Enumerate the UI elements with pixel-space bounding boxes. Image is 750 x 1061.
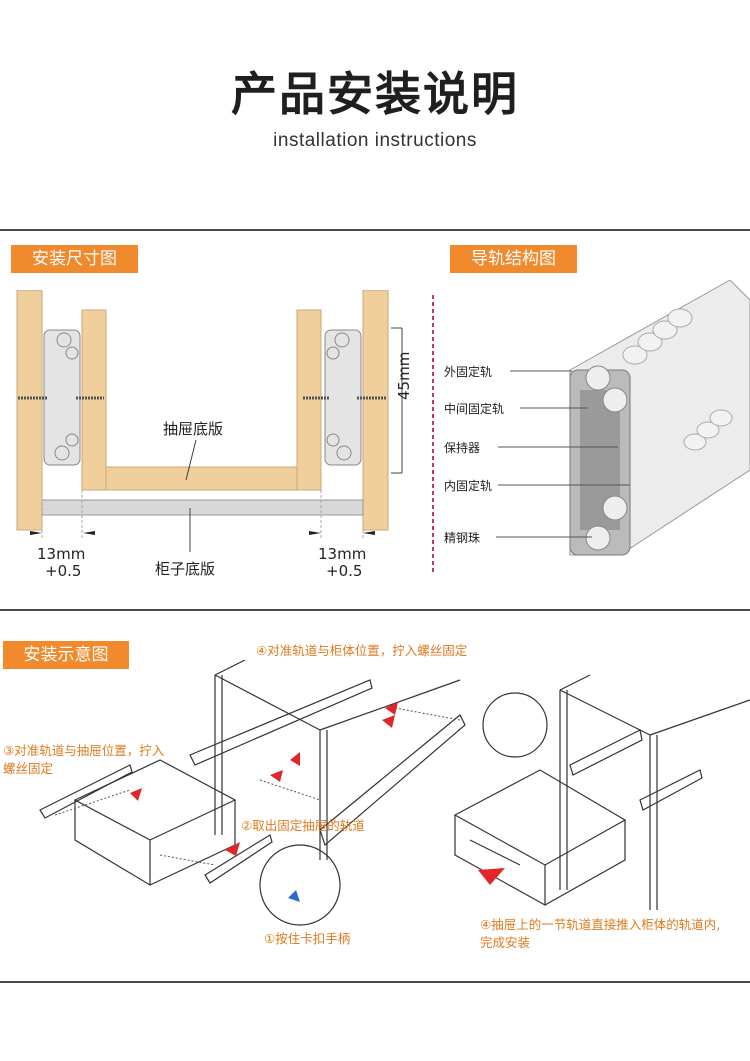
part-label-outer-rail: 外固定轨 [444,365,493,379]
installation-diagram [39,660,750,926]
page-title: 产品安装说明 [231,67,519,121]
cabinet-right-wall [362,290,389,531]
left-tolerance-label: +0.5 [45,562,82,580]
dimension-diagram [16,290,403,552]
step4-cabinet-instruction: ④对准轨道与柜体位置，拧入螺丝固定 [256,643,468,658]
step4-final-instruction-line1: ④抽屉上的一节轨道直接推入柜体的轨道内, [480,917,721,932]
step1-instruction: ①按住卡扣手柄 [264,931,351,946]
part-label-inner-rail: 内固定轨 [444,479,493,493]
divider-middle [0,609,750,611]
drawer-bottom-label: 抽屉底版 [163,420,224,438]
part-label-middle-rail: 中间固定轨 [444,402,505,416]
rail-structure-diagram [432,280,750,575]
cabinet-bottom-label: 柜子底版 [155,560,216,578]
step3-instruction-line1: ③对准轨道与抽屉位置，拧入 [3,743,165,758]
drawer-bottom [105,466,298,491]
right-gap-label: 13mm [318,545,367,563]
divider-top [0,229,750,231]
divider-bottom [0,981,750,983]
drawer-left-side [81,309,107,491]
page-subtitle: installation instructions [273,130,477,151]
badge-install-diagram: 安装示意图 [3,641,129,669]
cabinet-bottom [41,499,364,516]
part-label-steel-balls: 精钢珠 [444,531,481,545]
cabinet-left-wall [16,290,43,531]
step4-final-instruction-line2: 完成安装 [480,935,531,950]
badge-install-dimensions: 安装尺寸图 [11,245,138,273]
left-rail [43,329,81,466]
step3-instruction-line2: 螺丝固定 [3,761,54,776]
step2-instruction: ②取出固定抽屉的轨道 [241,818,365,833]
right-tolerance-label: +0.5 [326,562,363,580]
badge-rail-structure: 导轨结构图 [450,245,577,273]
drawer-right-side [296,309,322,491]
left-gap-label: 13mm [37,545,86,563]
right-rail [324,329,362,466]
height-dimension-label: 45mm [395,351,413,400]
part-label-retainer: 保持器 [444,441,481,455]
